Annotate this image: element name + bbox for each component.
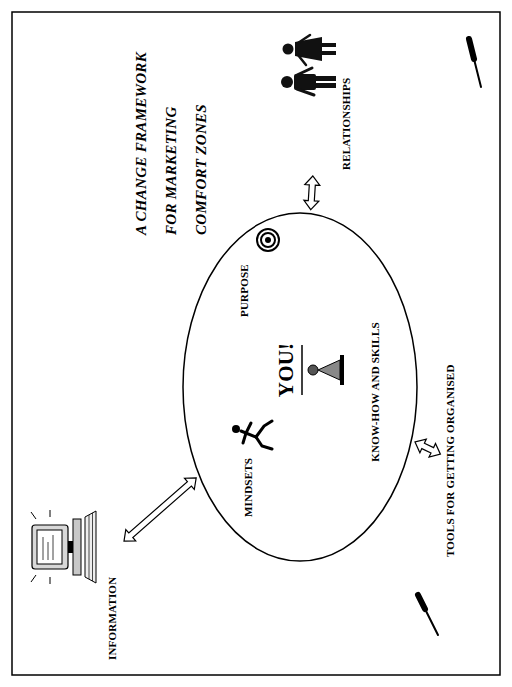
screen <box>37 530 62 564</box>
node-label: INFORMATION <box>106 577 119 660</box>
screwdriver-handle <box>469 39 474 59</box>
runner-figure <box>232 421 272 449</box>
pedestal-stand <box>318 360 340 380</box>
screen-line <box>48 542 49 560</box>
diagram-title: A CHANGE FRAMEWORK FOR MARKETING COMFORT… <box>126 40 216 235</box>
keyboard-row <box>89 515 90 579</box>
double-arrow <box>415 439 440 457</box>
screwdriver-icon <box>418 595 438 635</box>
computer-base <box>73 519 81 575</box>
people-figures <box>281 35 336 95</box>
keyboard <box>85 511 96 583</box>
pedestal-icon <box>308 355 344 385</box>
man-arm <box>297 89 314 95</box>
target-ring <box>261 233 275 247</box>
label-node: TOOLS FOR GETTING ORGANISED <box>444 360 459 559</box>
ellipse-node: MINDSETS YOU! PURPOSE KNOW-HOW AND SKILLS <box>182 212 418 562</box>
double-arrow <box>124 478 196 541</box>
screwdriver-icon <box>469 39 481 87</box>
monitor <box>32 525 68 569</box>
screwdriver-shaft <box>425 609 438 635</box>
woman-arm <box>298 55 306 65</box>
target-icon <box>257 229 279 251</box>
underline <box>301 345 303 395</box>
runner-body <box>241 431 256 437</box>
double-arrow <box>304 176 320 210</box>
screwdriver-shaft <box>474 59 481 87</box>
node-label: RELATIONSHIPS <box>340 78 353 170</box>
node-label: TOOLS FOR GETTING ORGANISED <box>444 364 457 557</box>
label-node: INFORMATION <box>28 507 121 662</box>
pedestal-ball <box>308 365 318 375</box>
target-centre <box>265 237 271 243</box>
woman-arm <box>298 35 310 43</box>
runner-leg <box>256 437 272 449</box>
ellipse-outline <box>182 212 418 562</box>
ray-line <box>50 510 51 517</box>
inner-label: PURPOSE <box>238 264 251 317</box>
monitor-stand <box>68 541 73 553</box>
man-leg <box>316 83 336 88</box>
inner-label: KNOW-HOW AND SKILLS <box>369 322 382 462</box>
target-ring <box>257 229 279 251</box>
runner-arms <box>243 423 251 443</box>
man-arm <box>297 68 312 75</box>
centre-label: YOU! <box>274 343 299 397</box>
screen-line <box>53 535 54 560</box>
page-frame <box>12 12 500 675</box>
label-node: RELATIONSHIPS <box>280 27 355 172</box>
computer-icon <box>31 510 96 584</box>
inner-label: MINDSETS <box>242 458 255 517</box>
woman-head <box>283 44 294 55</box>
woman-leg <box>322 43 336 47</box>
man-leg <box>316 76 336 81</box>
keyboard-row <box>92 513 93 581</box>
ray-line <box>50 577 51 584</box>
ray-line <box>31 512 36 519</box>
pedestal-base <box>340 355 344 385</box>
woman-leg <box>322 51 336 55</box>
ellipse-shape <box>183 213 417 561</box>
ray-line <box>31 575 36 582</box>
runner-leg <box>256 421 272 437</box>
runner-head <box>232 425 240 433</box>
screen-line <box>43 537 44 560</box>
screwdriver-handle <box>418 595 425 609</box>
man-head <box>281 76 293 88</box>
